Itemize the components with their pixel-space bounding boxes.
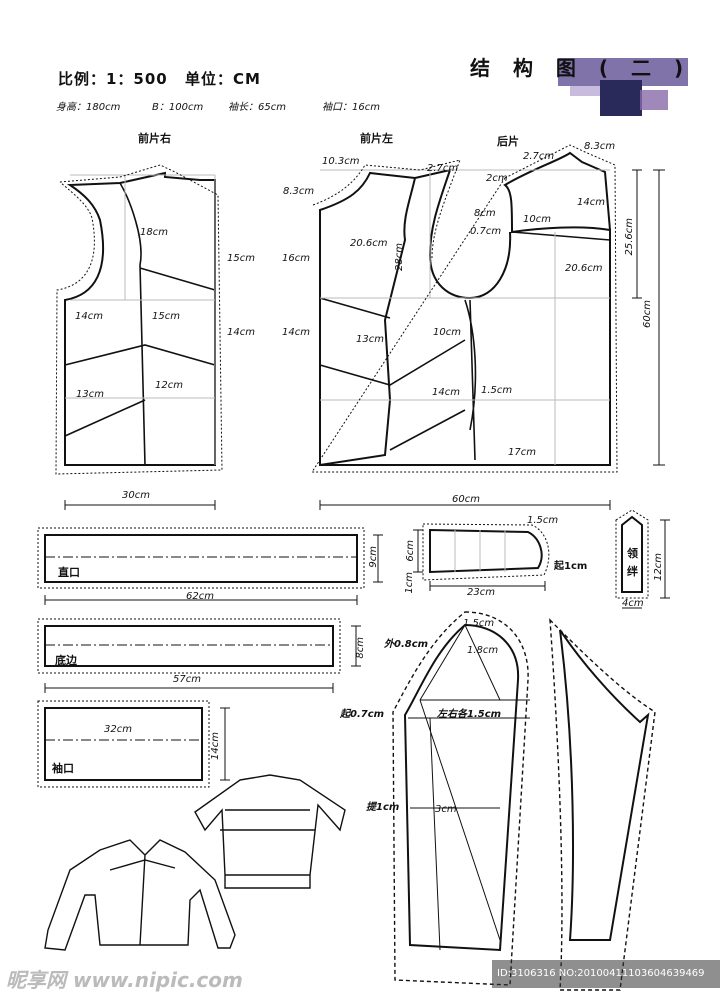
front-body-outline [320, 151, 611, 466]
collar-piece [429, 528, 543, 574]
unit-label: 单位：CM [185, 70, 261, 88]
placket-width: 9cm [368, 546, 379, 568]
dim-label: 16cm [282, 253, 310, 264]
spec-bust: B：100cm [152, 102, 204, 113]
sleeve-lift: 提1cm [366, 802, 400, 813]
hem-strip [44, 625, 334, 667]
placket-strip-allow [37, 527, 365, 589]
tab-length: 12cm [653, 553, 664, 581]
dim-label: 0.7cm [470, 226, 502, 237]
dim-label: 18cm [140, 227, 168, 238]
watermark-band [492, 960, 720, 988]
dim-label: 14cm [282, 327, 310, 338]
front-right-guides [65, 174, 216, 465]
sleeve-inner: 3cm [435, 804, 457, 815]
dim-label: 8.3cm [283, 186, 315, 197]
dim-label: 14cm [577, 197, 605, 208]
cuff-label: 袖口 [52, 762, 74, 775]
collar-height: 6cm [405, 540, 416, 562]
front-left-title: 前片左 [360, 132, 393, 145]
sleeve-each-side: 左右各1.5cm [437, 709, 502, 720]
front-left-seams [319, 231, 611, 461]
dim-label: 2.7cm [523, 151, 555, 162]
sleeve-front-allow [392, 611, 529, 986]
dim-label: 10.3cm [322, 156, 360, 167]
watermark-id: ID:3106316 NO:20100411103604639469 [497, 968, 705, 979]
dim-label: 14cm [432, 387, 460, 398]
dim-label: 15cm [227, 253, 255, 264]
page-title: 结 构 图 ( 二 ) [470, 56, 692, 80]
cuff-width: 14cm [210, 732, 221, 760]
dim-label: 28cm [394, 243, 405, 271]
placket-label: 直口 [58, 566, 80, 579]
dim-label: 17cm [508, 447, 536, 458]
tab-label: 领绊 [627, 547, 638, 578]
dim-label: 14cm [75, 311, 103, 322]
collar-top: 1.5cm [527, 515, 559, 526]
front-left-seam-allow [311, 144, 618, 473]
dim-label: 60cm [452, 494, 480, 505]
cuff-strip [44, 707, 203, 781]
spec-sleeve-length: 袖长：65cm [228, 102, 286, 113]
dim-label: 15cm [152, 311, 180, 322]
dim-label: 1.5cm [481, 385, 513, 396]
dim-label: 12cm [155, 380, 183, 391]
sleeve-front [403, 623, 520, 952]
jacket-back-sketch [194, 774, 346, 889]
dim-label: 20.6cm [350, 238, 388, 249]
dim-label: 8.3cm [584, 141, 616, 152]
dim-label: 20.6cm [565, 263, 603, 274]
hem-strip-allow [37, 618, 341, 674]
hem-length: 57cm [173, 674, 201, 685]
dim-label: 14cm [227, 327, 255, 338]
title-decoration [558, 58, 688, 116]
dim-label: 13cm [356, 334, 384, 345]
collar-rise: 起1cm [554, 561, 588, 572]
spec-height: 身高：180cm [56, 102, 121, 113]
back-title: 后片 [497, 135, 519, 148]
spec-cuff: 袖口：16cm [322, 102, 380, 113]
sleeve-top: 1.5cm [463, 618, 495, 629]
sleeve-outer: 外0.8cm [384, 639, 429, 650]
dim-label: 13cm [76, 389, 104, 400]
dim-label: 8cm [474, 208, 496, 219]
front-left-outline [319, 171, 417, 467]
collar-width: 23cm [467, 587, 495, 598]
dim-label: 10cm [433, 327, 461, 338]
dim-label: 30cm [122, 490, 150, 501]
dim-horizontal [64, 500, 611, 510]
sleeve-back [559, 629, 650, 941]
cuff-length: 32cm [104, 724, 132, 735]
sleeve-start: 起0.7cm [340, 709, 385, 720]
placket-strip [44, 534, 358, 583]
collar-tab [621, 515, 643, 593]
dim-label: 25.6cm [624, 218, 635, 256]
scale-label: 比例：1：500 [58, 70, 168, 88]
jacket-front-sketch [44, 839, 236, 951]
watermark-logo: 昵享网 www.nipic.com [6, 968, 243, 992]
hem-width: 8cm [355, 637, 366, 659]
dim-label: 2.7cm [427, 163, 459, 174]
hem-label: 底边 [55, 654, 77, 667]
dim-label: 10cm [523, 214, 551, 225]
tab-width: 4cm [622, 598, 644, 609]
dim-label: 60cm [642, 300, 653, 328]
front-right-seam-allow [55, 164, 223, 475]
dim-label: 2cm [486, 173, 508, 184]
placket-length: 62cm [186, 591, 214, 602]
armhole-curve [414, 168, 512, 300]
cuff-strip-allow [37, 700, 210, 788]
sleeve-crown: 1.8cm [467, 645, 499, 656]
collar-side: 1cm [404, 572, 415, 594]
front-left-guides [320, 169, 610, 465]
front-right-seams [64, 182, 216, 466]
dim-lines [632, 169, 665, 466]
front-right-title: 前片右 [138, 132, 171, 145]
